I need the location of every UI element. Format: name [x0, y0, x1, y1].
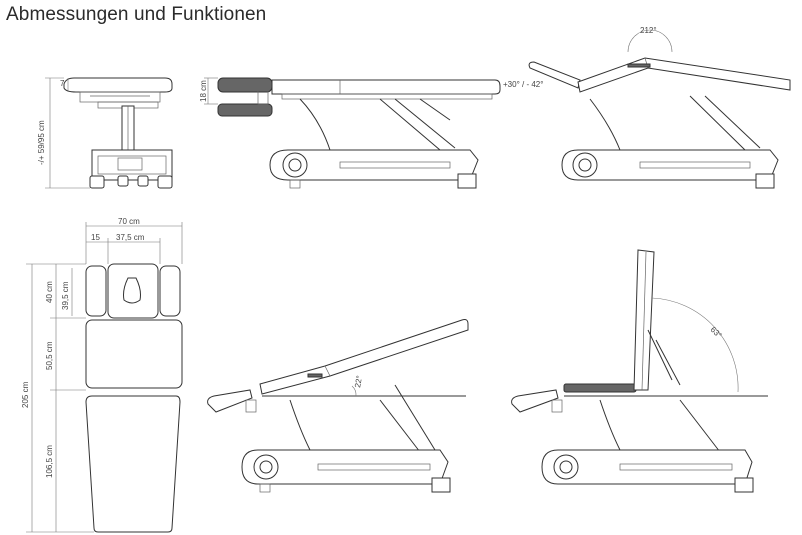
head-thickness-label: 18 cm	[199, 80, 208, 102]
front-height-label: 7	[60, 79, 65, 88]
head-inner-length-label: 39,5 cm	[61, 281, 70, 310]
head-offset-label: 15	[91, 233, 100, 242]
foot-length-label: 106,5 cm	[45, 445, 54, 478]
side-view-tilted: 22°	[207, 319, 469, 493]
side-view-seated: 63°	[511, 249, 768, 493]
head-angle-label: +30° / - 42°	[503, 80, 543, 89]
height-range-label: -/+ 59/95 cm	[37, 120, 46, 165]
sit-angle-label: 63°	[709, 325, 724, 340]
middle-length-label: 50,5 cm	[45, 341, 54, 370]
tilt-angle-label: 22°	[353, 375, 364, 388]
top-view: 70 cm 15 37,5 cm 40 cm 39,5 cm 50,5 cm 1…	[21, 217, 183, 533]
total-length-label: 205 cm	[21, 381, 30, 408]
head-length-label: 40 cm	[45, 281, 54, 303]
front-view: 7 -/+ 59/95 cm	[37, 77, 173, 189]
side-view-flat: 18 cm	[199, 77, 501, 189]
backrest-angle-label: 212°	[640, 26, 657, 35]
width-total-label: 70 cm	[118, 217, 140, 226]
head-width-label: 37,5 cm	[116, 233, 145, 242]
side-view-angled: 212° +30° / - 42°	[503, 26, 791, 189]
page-title: Abmessungen und Funktionen	[6, 4, 267, 25]
